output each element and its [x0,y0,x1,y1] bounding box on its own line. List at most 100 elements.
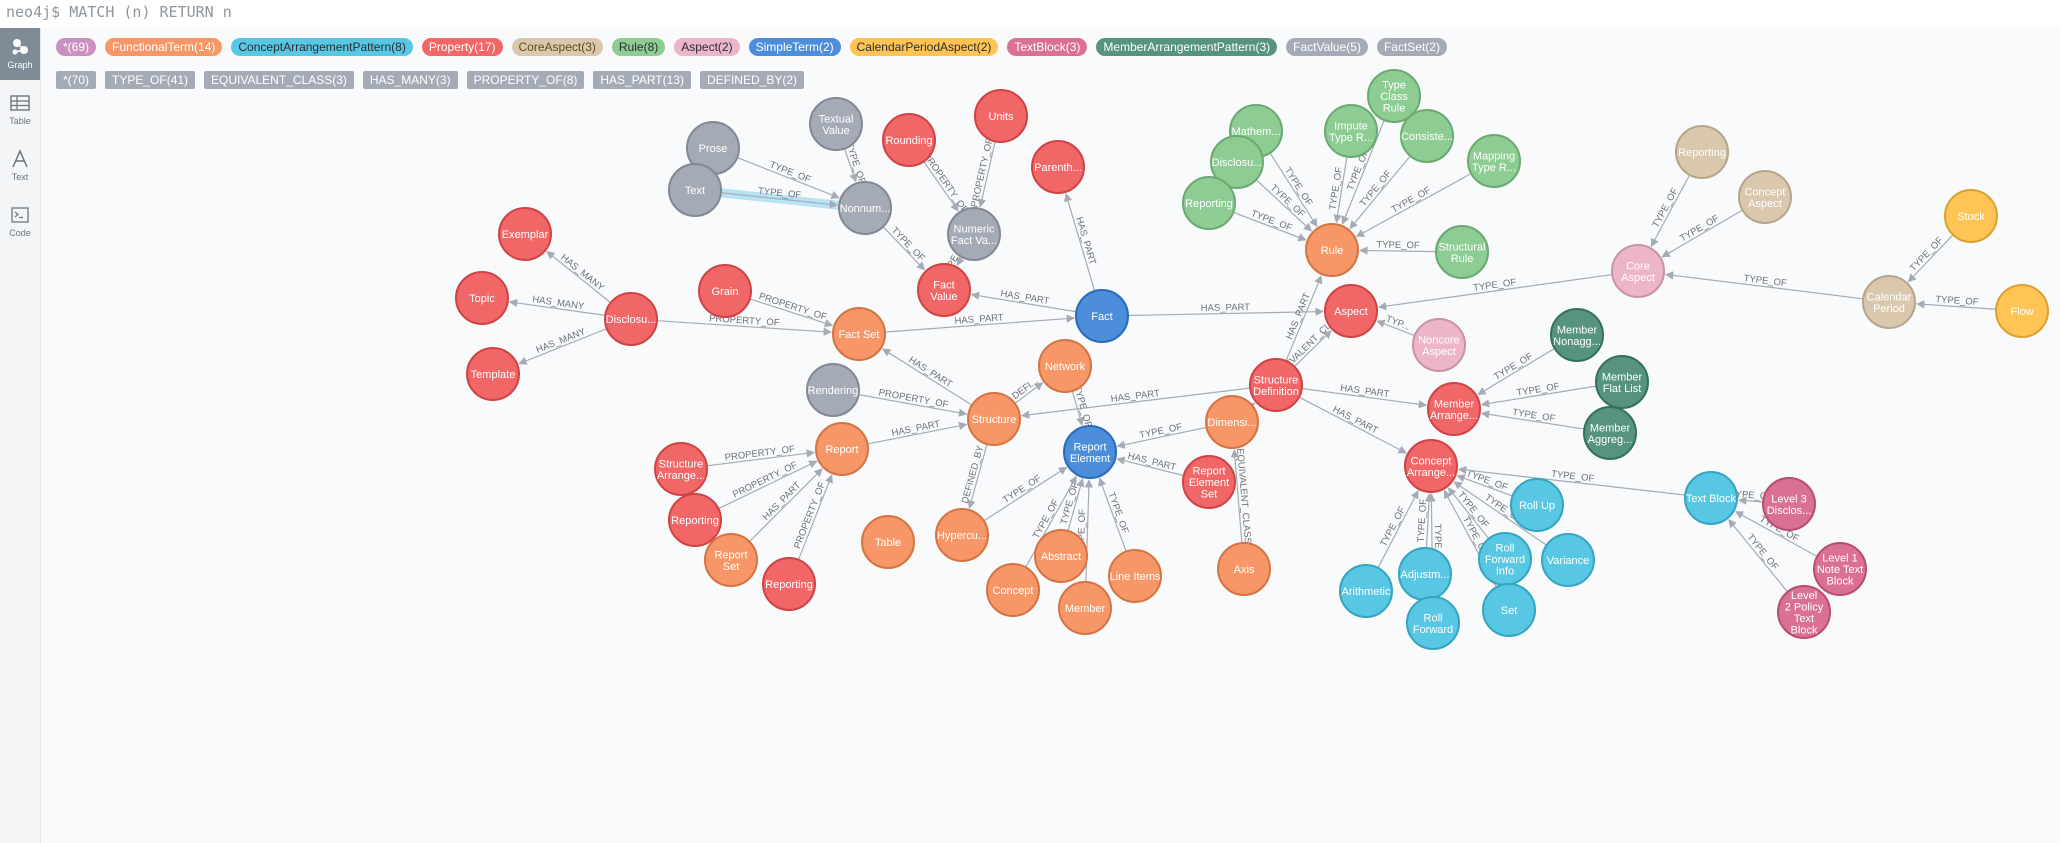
node-circle[interactable] [1058,581,1112,635]
relationship-edge[interactable]: TYPE_OF [1377,273,1613,311]
relationship-edge[interactable]: DEFINED_BY [960,443,988,509]
relationship-edge[interactable]: TYPE_OF [1480,407,1585,430]
graph-node-member[interactable]: Member [1058,581,1112,635]
node-circle[interactable] [1249,358,1303,412]
relationship-edge[interactable]: PROPERTY_OF [921,151,970,215]
relationship-type-tag[interactable]: *(70) [56,71,97,89]
edge-line[interactable] [1116,426,1207,449]
graph-node-report[interactable]: Report [815,422,869,476]
node-circle[interactable] [967,392,1021,446]
edge-line[interactable] [1477,347,1556,396]
graph-node-grain[interactable]: Grain [698,264,752,318]
graph-node-nonnum[interactable]: Nonnum... [838,181,892,235]
relationship-type-tag[interactable]: TYPE_OF(41) [105,71,196,89]
graph-node-structure[interactable]: Structure [967,392,1021,446]
edge-line[interactable] [1349,155,1411,230]
graph-node-axis[interactable]: Axis [1217,542,1271,596]
graph-node-exemplar[interactable]: Exemplar [498,207,552,261]
node-label-pill[interactable]: Rule(8) [611,38,666,56]
table-view-tab[interactable]: Table [0,84,40,136]
node-circle[interactable] [947,207,1001,261]
node-circle[interactable] [1038,339,1092,393]
edge-line[interactable] [1071,390,1085,426]
node-circle[interactable] [1944,189,1998,243]
node-circle[interactable] [1435,225,1489,279]
edge-line[interactable] [1064,193,1096,292]
node-circle[interactable] [1324,284,1378,338]
edge-line[interactable] [977,141,996,208]
relationship-edge[interactable]: TYPE_OF [1480,381,1597,408]
relationship-edge[interactable]: TYP... [1376,314,1415,337]
edge-line[interactable] [1480,410,1585,430]
node-circle[interactable] [815,422,869,476]
graph-node-reporting3[interactable]: Reporting [1182,176,1236,230]
relationship-edge[interactable]: TYPE_OF [1457,465,1686,496]
edge-line[interactable] [983,466,1068,522]
node-circle[interactable] [917,263,971,317]
node-circle[interactable] [1406,596,1460,650]
text-view-tab[interactable]: Text [0,140,40,192]
graph-node-concept[interactable]: Concept [986,563,1040,617]
edge-line[interactable] [736,156,840,199]
edge-line[interactable] [1916,300,1997,310]
edge-line[interactable] [1294,330,1332,368]
graph-node-adjustm[interactable]: Adjustm... [1398,547,1452,601]
relationship-edge[interactable]: TYPE_OF [1327,156,1348,224]
graph-node-fact[interactable]: Fact [1075,289,1129,343]
edge-line[interactable] [1457,465,1686,496]
node-circle[interactable] [1995,284,2049,338]
relationship-edge[interactable]: TYPE_OF [1661,209,1743,258]
edge-line[interactable] [1255,179,1313,232]
edge-line[interactable] [1230,449,1243,544]
edge-line[interactable] [1376,319,1415,337]
node-label-pill[interactable]: *(69) [56,38,97,56]
relationship-edge[interactable]: TYPE_OF [1116,422,1207,449]
relationship-edge[interactable]: HAS_PART [1127,302,1324,317]
edge-line[interactable] [1127,307,1324,317]
node-label-pill[interactable]: MemberArrangementPattern(3) [1096,38,1278,56]
edge-line[interactable] [1116,456,1184,477]
relationship-edge[interactable]: HAS_MANY [546,250,612,304]
node-circle[interactable] [1205,395,1259,449]
edge-line[interactable] [1014,382,1044,404]
edge-line[interactable] [546,250,612,304]
graph-node-text[interactable]: Text [668,163,722,217]
edge-line[interactable] [1020,387,1251,419]
node-circle[interactable] [882,113,936,167]
relationship-edge[interactable]: EQUIVALENT_CLASS [1230,448,1253,545]
node-circle[interactable] [1541,533,1595,587]
node-circle[interactable] [1063,425,1117,479]
graph-node-dimensi[interactable]: Dimensi... [1205,395,1259,449]
graph-node-lineitems[interactable]: Line Items [1108,549,1162,603]
graph-node-template[interactable]: Template [466,347,520,401]
relationship-edge[interactable]: PROPERTY_OF [718,460,818,510]
edge-line[interactable] [967,443,988,509]
graph-node-textblock[interactable]: Text Block [1684,471,1738,525]
node-circle[interactable] [1777,585,1831,639]
edge-line[interactable] [956,256,965,267]
node-circle[interactable] [809,97,863,151]
node-circle[interactable] [1510,478,1564,532]
node-label-pill[interactable]: Aspect(2) [674,38,740,56]
node-circle[interactable] [1210,135,1264,189]
node-circle[interactable] [1217,542,1271,596]
edge-line[interactable] [1333,156,1348,224]
node-circle[interactable] [935,508,989,562]
edge-line[interactable] [1907,234,1954,283]
node-circle[interactable] [1324,104,1378,158]
node-circle[interactable] [1467,134,1521,188]
edge-line[interactable] [1301,387,1428,409]
node-circle[interactable] [668,493,722,547]
